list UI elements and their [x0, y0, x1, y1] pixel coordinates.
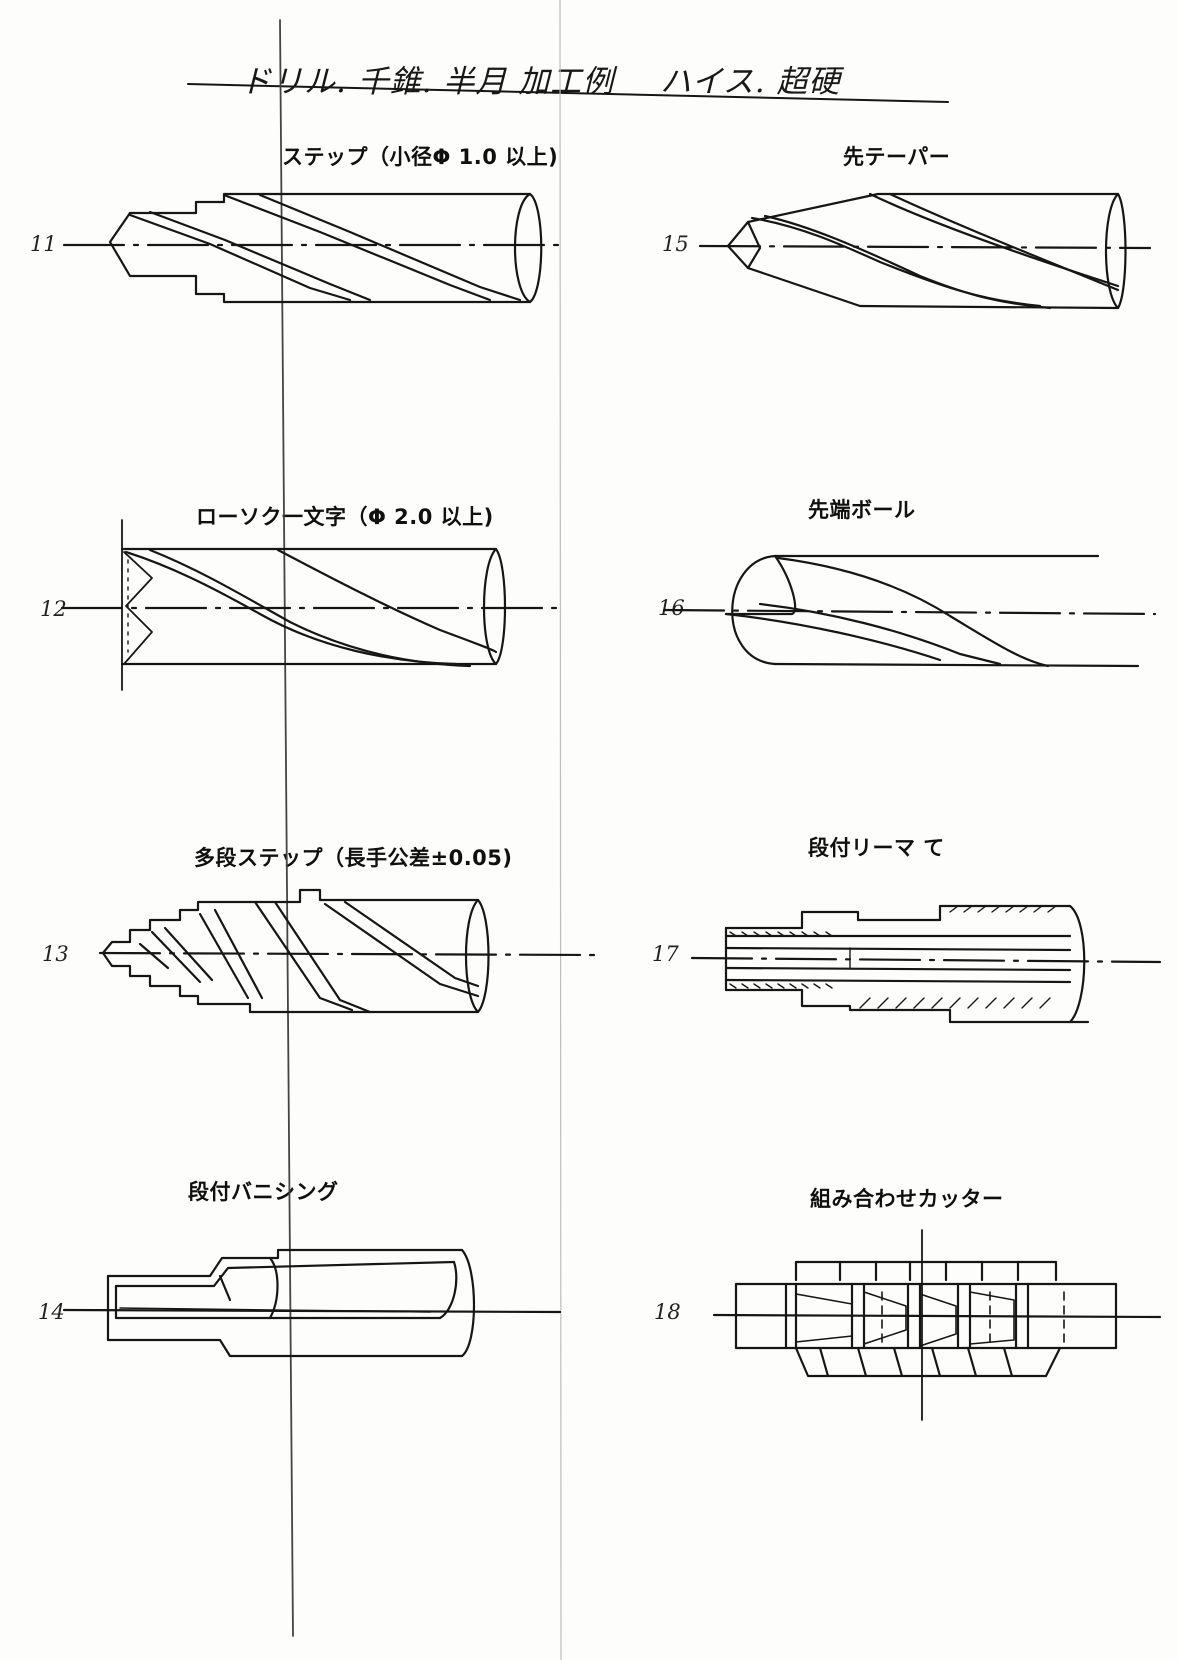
figure-number-18: 18: [654, 1300, 681, 1324]
caption-17: 段付リーマ て: [808, 836, 945, 860]
caption-14: 段付バニシング: [188, 1180, 339, 1204]
caption-13: 多段ステップ（長手公差±0.05): [194, 846, 513, 870]
fold-line: [559, 0, 562, 1660]
title-right: ハイス. 超硬: [660, 64, 841, 100]
title-left: ドリル. 千錐. 半月 加工例: [240, 64, 615, 100]
figure-number-15: 15: [662, 232, 689, 256]
scan-line: [279, 19, 294, 1637]
drill-13-multistep: [98, 888, 597, 1014]
caption-15: 先テーパー: [843, 145, 951, 169]
drill-16-ball: [662, 554, 1157, 668]
drill-17-step-reamer: [690, 904, 1162, 1024]
figure-number-11: 11: [30, 232, 57, 256]
figure-number-13: 13: [42, 942, 69, 966]
caption-18: 組み合わせカッター: [810, 1187, 1004, 1211]
figure-number-17: 17: [652, 942, 679, 966]
caption-12: ローソク一文字（Φ 2.0 以上): [196, 505, 494, 529]
drill-12-candle: [60, 519, 562, 691]
figure-number-14: 14: [38, 1300, 65, 1324]
drill-15-taper: [698, 192, 1152, 310]
cutter-18-combination: [712, 1229, 1162, 1421]
title-underline: [187, 83, 949, 103]
drill-11-step: [62, 192, 562, 304]
figure-number-16: 16: [658, 596, 685, 620]
caption-16: 先端ボール: [808, 498, 916, 522]
drill-14-burnishing: [62, 1248, 562, 1358]
sheet-title: ドリル. 千錐. 半月 加工例 ハイス. 超硬: [240, 56, 840, 101]
caption-11: ステップ（小径Φ 1.0 以上): [282, 145, 559, 169]
